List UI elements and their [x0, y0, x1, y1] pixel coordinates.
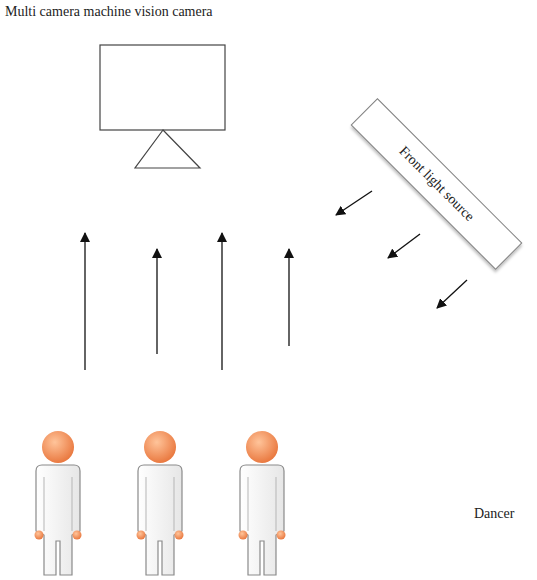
dancer-figures: [35, 431, 286, 575]
camera-label: Multi camera machine vision camera: [5, 4, 213, 20]
node-text: Front light source: [395, 143, 477, 225]
camera-monitor: [100, 45, 225, 168]
view-arrows: [85, 233, 289, 370]
dancer-label: Dancer: [474, 506, 514, 522]
light-source-box: Front light source: [350, 98, 522, 270]
